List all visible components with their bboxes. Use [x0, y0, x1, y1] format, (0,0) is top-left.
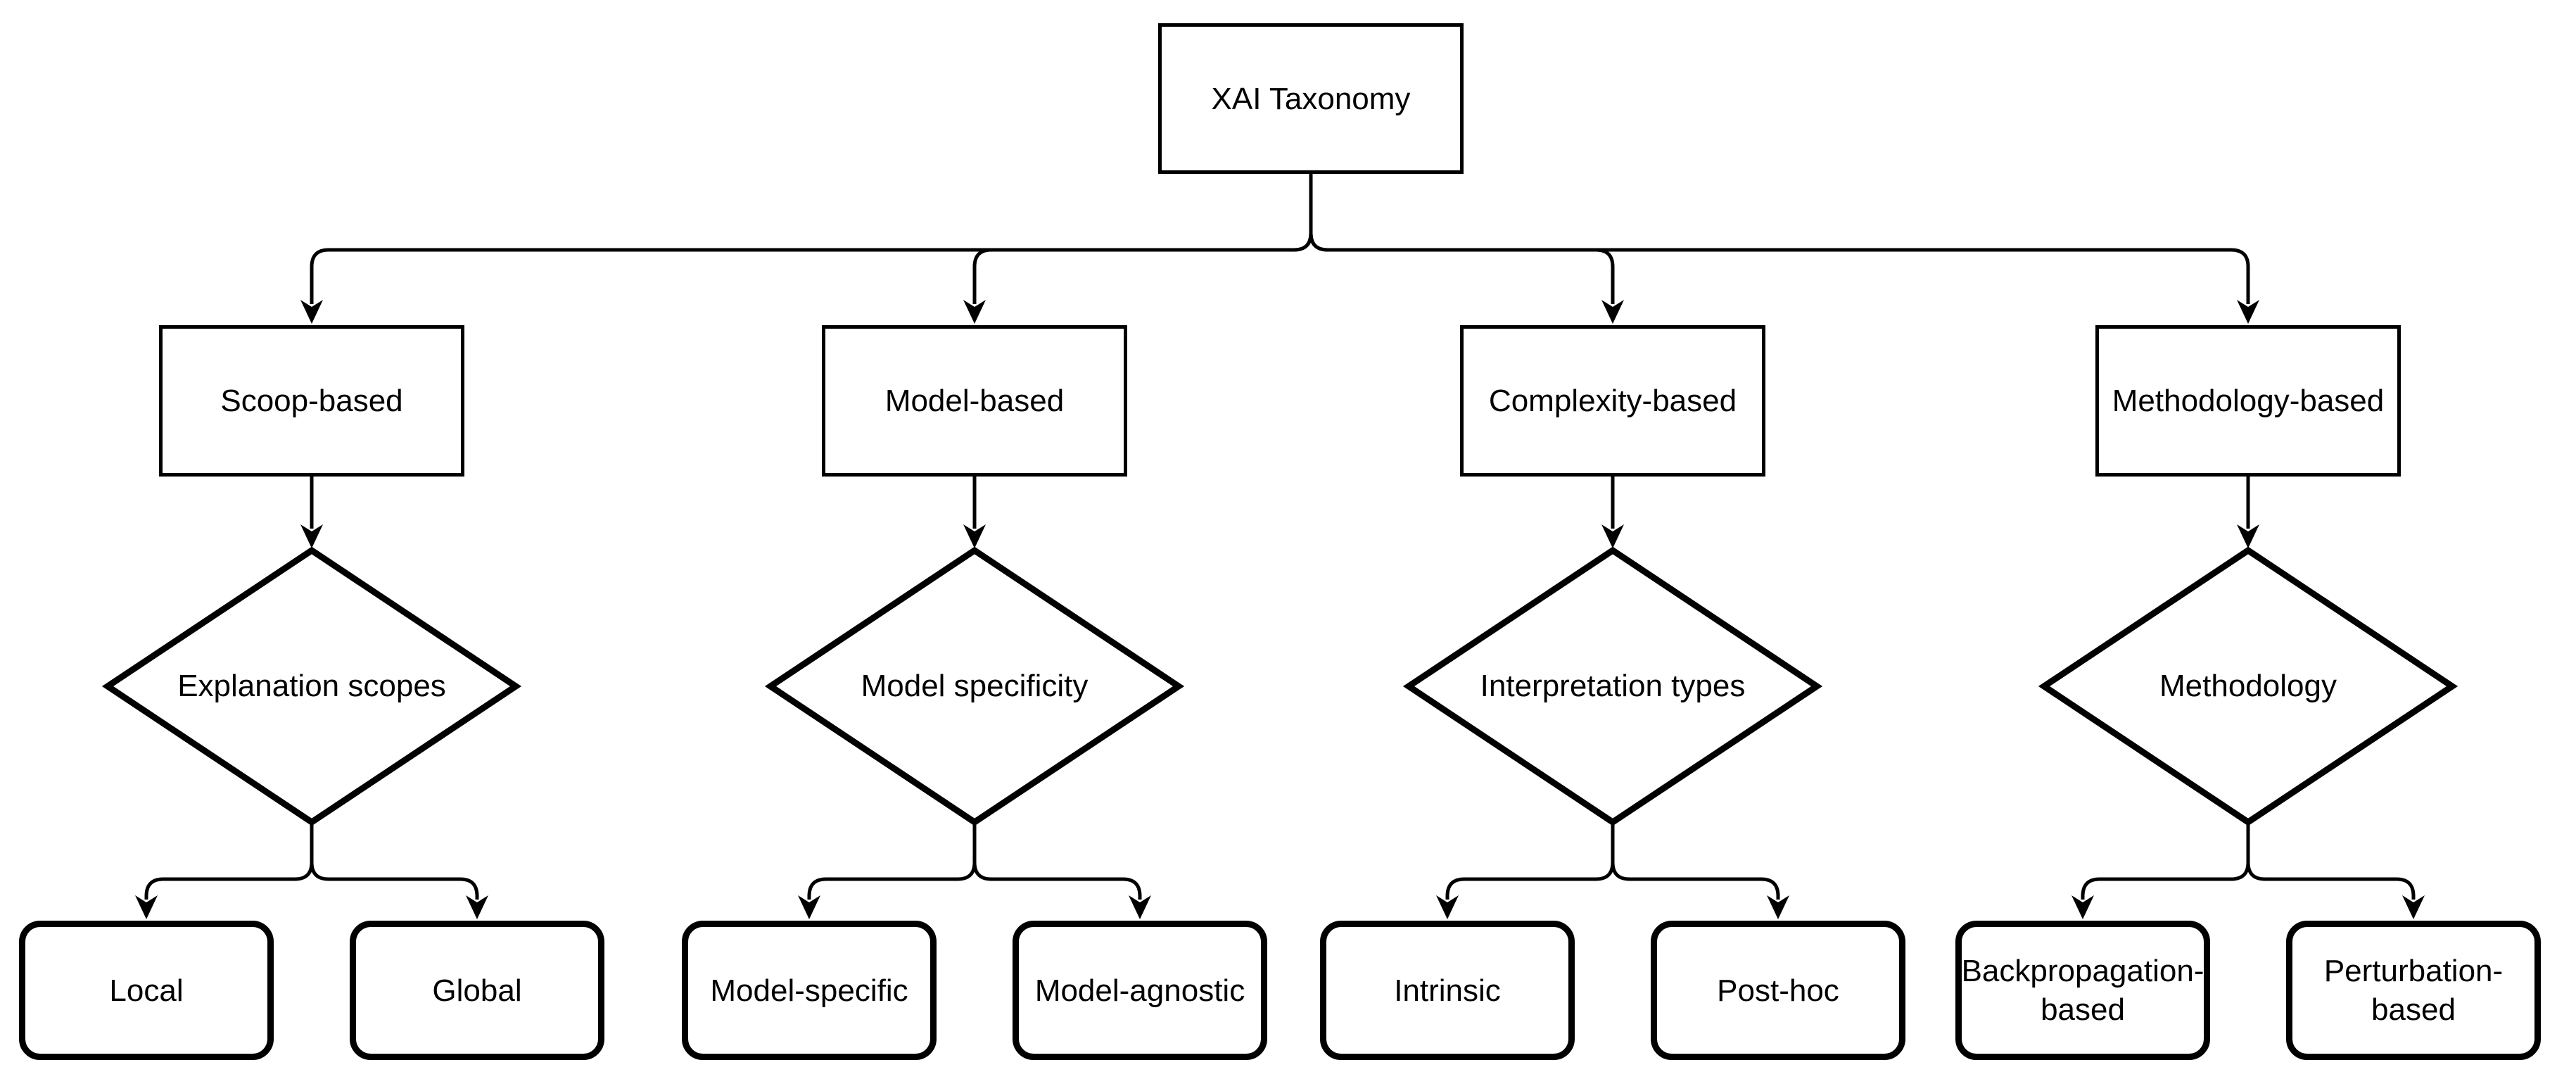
edge-methodology-to-backpropagation-based [2081, 822, 2250, 900]
leaf-intrinsic: Intrinsic [1320, 921, 1575, 1060]
node-label: Model-specific [710, 973, 908, 1008]
arrowhead-icon [1129, 895, 1151, 919]
node-label: Model specificity [861, 669, 1089, 703]
arrowhead-icon [963, 300, 986, 324]
node-label: Methodology-based [2112, 384, 2385, 418]
decision-diamond-interpretation-types [1402, 546, 1823, 826]
arrowhead-icon [300, 300, 323, 324]
leaf-model-specific: Model-specific [682, 921, 937, 1060]
leaf-backpropagation-based: Backpropagation-based [1955, 921, 2210, 1060]
decision-label-model-specificity: Model specificity [799, 664, 1150, 709]
arrowhead-icon [466, 895, 488, 919]
node-label: Post-hoc [1717, 973, 1839, 1008]
arrowhead-icon [2402, 895, 2425, 919]
node-label: Interpretation types [1480, 669, 1746, 703]
edge-explanation-scopes-to-global [310, 822, 479, 900]
node-label: Explanation scopes [177, 669, 446, 703]
leaf-local: Local [19, 921, 274, 1060]
decision-diamond-explanation-scopes [101, 546, 522, 826]
decision-diamond-methodology [2038, 546, 2458, 826]
leaf-post-hoc: Post-hoc [1651, 921, 1905, 1060]
node-label: Backpropagation-based [1961, 954, 2204, 1027]
node-xai-taxonomy: XAI Taxonomy [1158, 23, 1464, 174]
node-label: Model-agnostic [1034, 973, 1245, 1008]
node-methodology-based: Methodology-based [2095, 325, 2401, 477]
arrowhead-icon [1601, 524, 1624, 548]
leaf-global: Global [350, 921, 604, 1060]
node-complexity-based: Complexity-based [1460, 325, 1765, 477]
node-label: Global [432, 973, 522, 1008]
edge-model-specificity-to-model-specific [807, 822, 977, 900]
node-label: Perturbation-based [2323, 954, 2504, 1027]
edge-interpretation-types-to-post-hoc [1611, 822, 1780, 900]
arrowhead-icon [1436, 895, 1459, 919]
decision-label-interpretation-types: Interpretation types [1437, 664, 1789, 709]
arrowhead-icon [2237, 524, 2259, 548]
leaf-perturbation-based: Perturbation-based [2286, 921, 2541, 1060]
arrowhead-icon [1767, 895, 1789, 919]
decision-label-explanation-scopes: Explanation scopes [136, 664, 488, 709]
node-label: Local [109, 973, 184, 1008]
edge-root-to-scoop-based [310, 174, 1313, 304]
node-scoop-based: Scoop-based [159, 325, 464, 477]
edge-explanation-scopes-to-local [144, 822, 314, 900]
arrowhead-icon [2071, 895, 2094, 919]
node-label: XAI Taxonomy [1211, 81, 1411, 116]
arrowhead-icon [1601, 300, 1624, 324]
arrowhead-icon [2237, 300, 2259, 324]
edge-root-to-methodology-based [1309, 174, 2250, 304]
decision-diamond-model-specificity [764, 546, 1185, 826]
node-model-based: Model-based [822, 325, 1127, 477]
node-label: Scoop-based [220, 384, 403, 418]
arrowhead-icon [798, 895, 820, 919]
arrowhead-icon [963, 524, 986, 548]
edge-root-to-complexity-based [1309, 174, 1615, 304]
node-label: Model-based [884, 384, 1065, 418]
node-label: Complexity-based [1488, 384, 1737, 418]
edge-model-specificity-to-model-agnostic [972, 822, 1142, 900]
arrowhead-icon [135, 895, 158, 919]
node-label: Intrinsic [1394, 973, 1501, 1008]
decision-label-methodology: Methodology [2072, 664, 2424, 709]
node-label: Methodology [2159, 669, 2337, 703]
leaf-model-agnostic: Model-agnostic [1013, 921, 1267, 1060]
edge-methodology-to-perturbation-based [2246, 822, 2416, 900]
arrowhead-icon [300, 524, 323, 548]
edge-root-to-model-based [972, 174, 1313, 304]
edge-interpretation-types-to-intrinsic [1445, 822, 1615, 900]
